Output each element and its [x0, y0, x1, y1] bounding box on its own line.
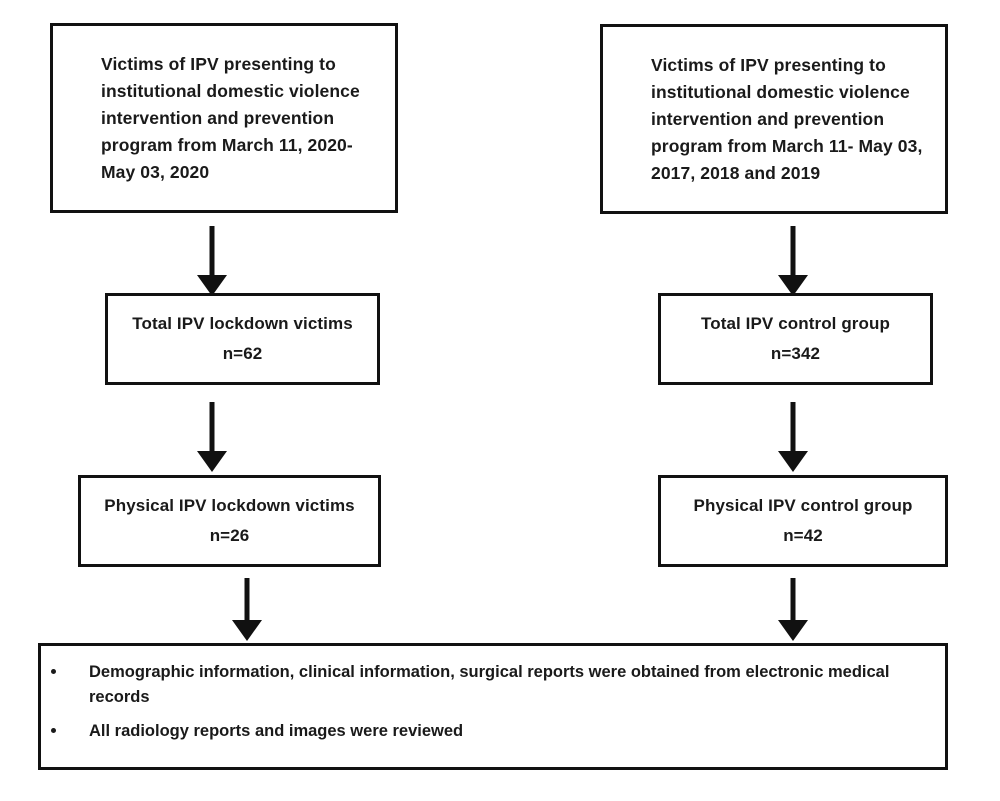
- list-item: All radiology reports and images were re…: [41, 719, 927, 744]
- node-lockdown-source-label: Victims of IPV presenting to institution…: [101, 53, 360, 182]
- list-item: Demographic information, clinical inform…: [41, 660, 927, 710]
- node-total-lockdown-title: Total IPV lockdown victims: [132, 314, 353, 333]
- node-physical-control-count: n=42: [783, 526, 823, 545]
- node-lockdown-source: Victims of IPV presenting to institution…: [50, 23, 398, 213]
- arrow-total-control-to-physical: [776, 402, 810, 472]
- arrow-control-source-to-total: [776, 226, 810, 296]
- node-total-lockdown-count: n=62: [222, 344, 263, 363]
- methods-bullet-text: All radiology reports and images were re…: [89, 722, 464, 740]
- arrow-total-lockdown-to-physical: [195, 402, 229, 472]
- node-control-source-label: Victims of IPV presenting to institution…: [651, 54, 923, 183]
- arrow-physical-control-to-methods: [776, 578, 810, 641]
- bullet-dot-icon: [51, 728, 56, 733]
- node-control-source: Victims of IPV presenting to institution…: [600, 24, 948, 214]
- node-physical-lockdown: Physical IPV lockdown victims n=26: [78, 475, 381, 567]
- arrow-physical-lockdown-to-methods: [230, 578, 264, 641]
- node-methods: Demographic information, clinical inform…: [38, 643, 948, 770]
- arrow-lockdown-source-to-total: [195, 226, 229, 296]
- node-total-control: Total IPV control group n=342: [658, 293, 933, 385]
- node-physical-lockdown-title: Physical IPV lockdown victims: [104, 496, 355, 515]
- node-total-lockdown: Total IPV lockdown victims n=62: [105, 293, 380, 385]
- node-total-control-count: n=342: [770, 344, 821, 363]
- node-physical-control-title: Physical IPV control group: [693, 496, 913, 515]
- bullet-dot-icon: [51, 669, 56, 674]
- node-physical-lockdown-count: n=26: [209, 526, 250, 545]
- methods-bullet-text: Demographic information, clinical inform…: [89, 663, 890, 706]
- methods-bullet-list: Demographic information, clinical inform…: [41, 660, 945, 753]
- node-physical-control: Physical IPV control group n=42: [658, 475, 948, 567]
- node-total-control-title: Total IPV control group: [701, 314, 890, 333]
